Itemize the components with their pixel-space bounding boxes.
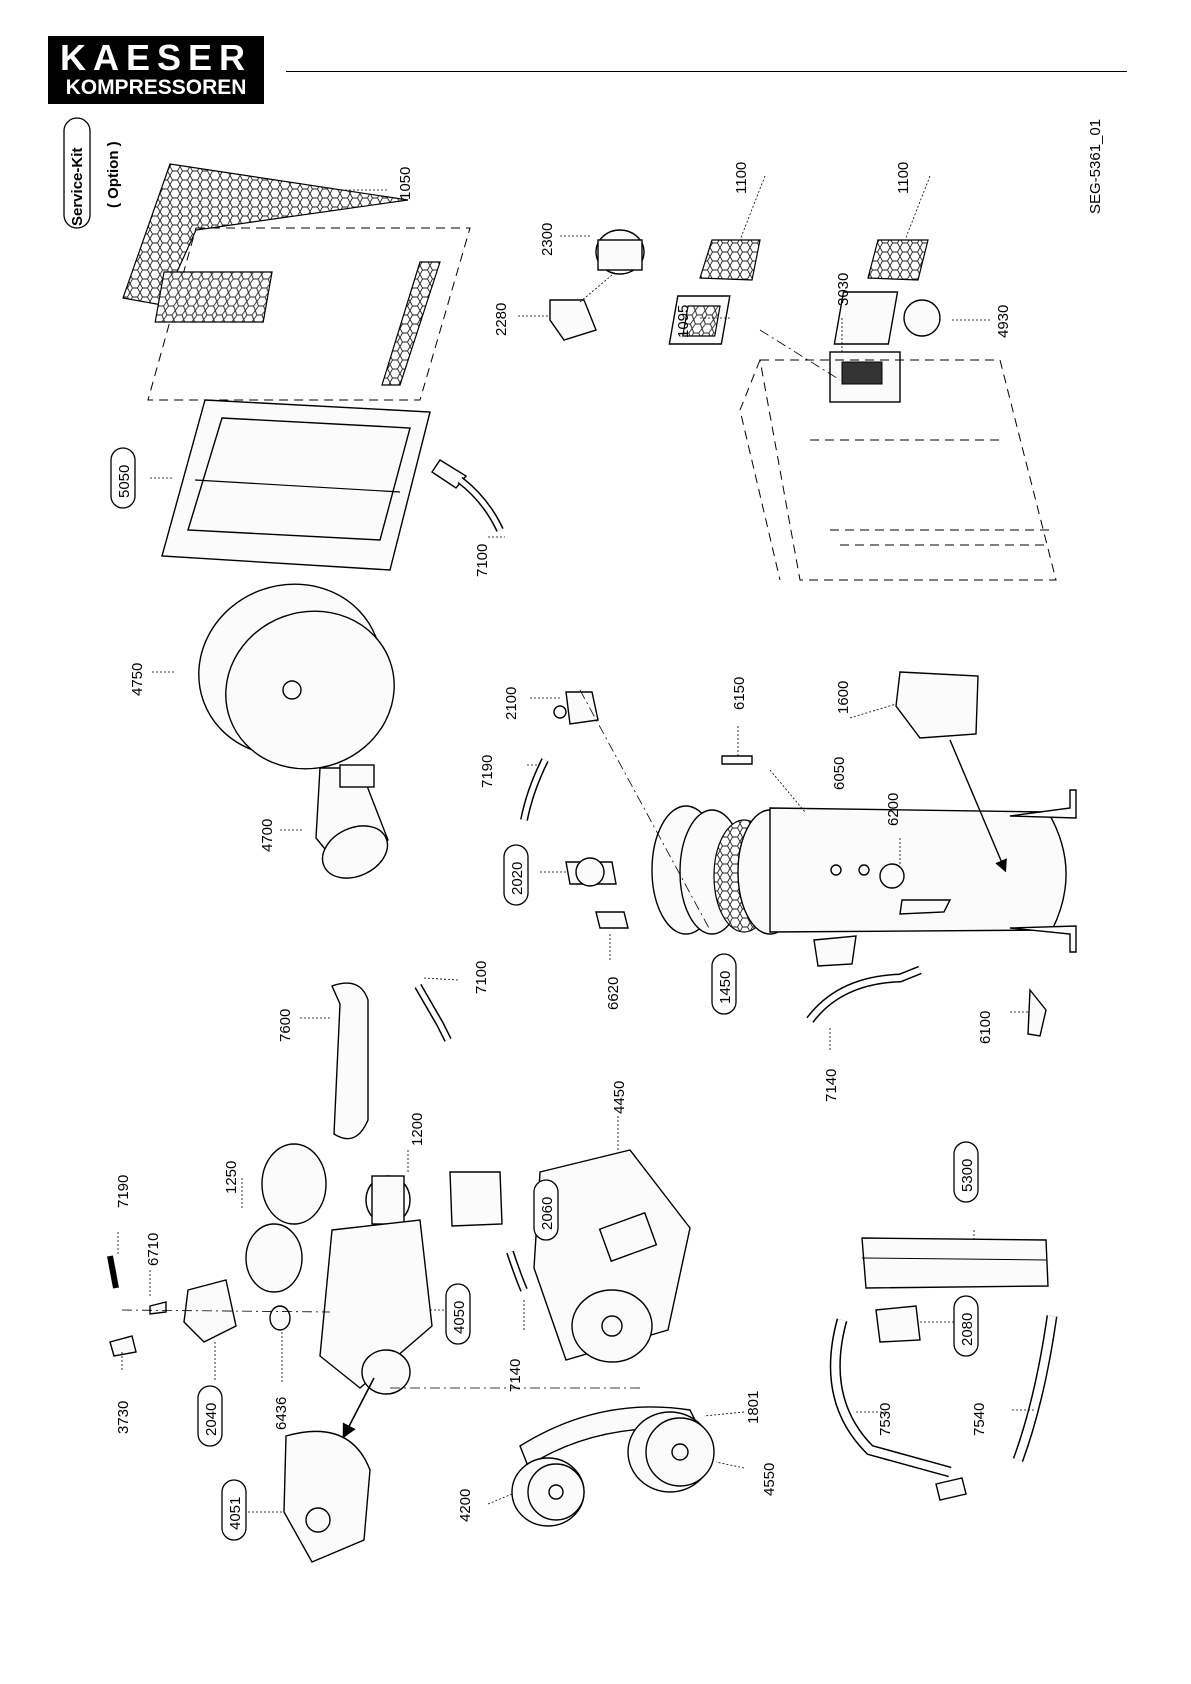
label-1600: 1600 (835, 681, 852, 714)
option-label: ( Option ) (105, 141, 122, 208)
label-7100-mid: 7100 (473, 961, 490, 994)
hose-fittings (936, 1478, 966, 1500)
control-cabinet-group (669, 176, 1056, 580)
label-1100-right: 1100 (895, 162, 912, 194)
label-4450: 4450 (611, 1081, 628, 1114)
label-1100-left: 1100 (733, 162, 750, 194)
label-4051: 4051 (227, 1497, 244, 1530)
air-intake-hose-7600 (332, 983, 368, 1139)
drawing-id-label: SEG-5361_01 (1087, 119, 1104, 214)
label-2060: 2060 (539, 1197, 556, 1230)
label-6200: 6200 (885, 793, 902, 826)
label-2040: 2040 (203, 1403, 220, 1436)
label-7100-top: 7100 (474, 544, 491, 577)
label-7140-left: 7140 (507, 1359, 524, 1392)
filter-mat-1100a (700, 240, 760, 280)
label-2300: 2300 (539, 223, 556, 256)
fitting-6620 (596, 912, 628, 928)
label-7140-right: 7140 (823, 1069, 840, 1102)
label-7190-left: 7190 (115, 1175, 132, 1208)
aftercooler-group (835, 1230, 1052, 1500)
label-7530: 7530 (877, 1403, 894, 1436)
cooler-frame-group (123, 164, 505, 570)
pipe-6150 (722, 756, 752, 764)
label-2100: 2100 (503, 687, 520, 720)
label-6710: 6710 (145, 1233, 162, 1266)
label-1200: 1200 (409, 1113, 426, 1146)
valve-group-top (518, 230, 644, 340)
label-4700: 4700 (259, 819, 276, 852)
elbow-fitting (814, 936, 856, 966)
label-1250: 1250 (223, 1161, 240, 1194)
intake-filter-1250 (246, 1224, 302, 1292)
service-kit-label: Service-Kit (69, 148, 86, 226)
filter-housing-1600 (896, 672, 978, 738)
label-6620: 6620 (605, 977, 622, 1010)
drive-group (390, 1116, 744, 1526)
filter-mat-1100b (868, 240, 928, 280)
cooler-frame-inner (188, 418, 410, 540)
label-3730: 3730 (115, 1401, 132, 1434)
aftercooler-5300 (862, 1238, 1048, 1288)
label-1801: 1801 (745, 1391, 762, 1424)
pipe-6710 (150, 1302, 166, 1314)
label-1050: 1050 (397, 167, 414, 200)
valve-block-2060 (450, 1172, 502, 1226)
valve-2100 (566, 692, 598, 724)
label-4550: 4550 (761, 1463, 778, 1496)
label-4200: 4200 (457, 1489, 474, 1522)
label-7600: 7600 (277, 1009, 294, 1042)
label-2020: 2020 (509, 862, 526, 895)
side-grille (382, 262, 440, 385)
compressor-block-group (110, 978, 502, 1562)
label-4050: 4050 (451, 1301, 468, 1334)
label-1450: 1450 (717, 971, 734, 1004)
label-6100: 6100 (977, 1011, 994, 1044)
service-kit-4051 (284, 1431, 370, 1562)
label-2280: 2280 (493, 303, 510, 336)
label-6150: 6150 (731, 677, 748, 710)
mesh-panel (155, 272, 272, 322)
fan-motor-group (150, 559, 417, 888)
sensor-6100 (1028, 990, 1046, 1036)
valve-block-2080 (876, 1306, 920, 1342)
label-2080: 2080 (959, 1313, 976, 1346)
valve-2280 (550, 300, 596, 340)
label-3030: 3030 (835, 273, 852, 306)
label-4750: 4750 (129, 663, 146, 696)
label-7540: 7540 (971, 1403, 988, 1436)
label-7190-mid: 7190 (479, 755, 496, 788)
label-1095: 1095 (675, 305, 692, 338)
label-5300: 5300 (959, 1159, 976, 1192)
label-5050: 5050 (116, 465, 133, 498)
cabinet-outline (760, 360, 1056, 580)
label-6436: 6436 (273, 1397, 290, 1430)
label-6050: 6050 (831, 757, 848, 790)
fitting-3730 (110, 1336, 136, 1356)
label-4930: 4930 (995, 305, 1012, 338)
gasket-6436 (270, 1306, 290, 1330)
